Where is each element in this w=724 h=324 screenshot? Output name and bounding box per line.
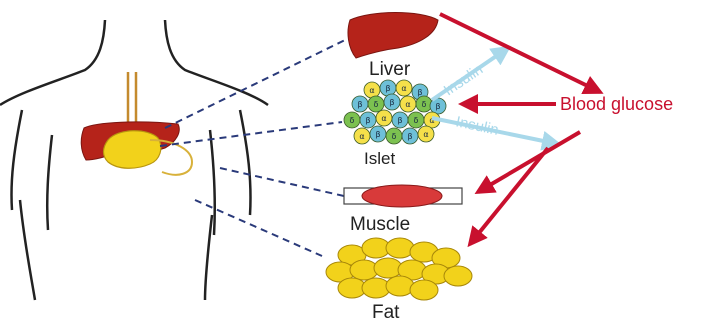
liver-label: Liver [369,59,411,80]
islet-cell-letter: β [357,100,362,109]
islet-cell-letter: α [405,100,410,109]
islet-cell-letter: β [397,116,402,125]
blood-glucose-label: Blood glucose [560,94,673,114]
islet-cell-letter: β [389,98,394,107]
fat-label: Fat [372,302,400,323]
islet-cell-letter: β [417,88,422,97]
islet-cell-letter: α [423,130,428,139]
glucose-arrow-to-muscle [478,132,580,192]
islet-label: Islet [364,149,395,168]
insulin-label-top: Insulin [441,61,486,99]
islet-cell-letter: δ [422,100,427,109]
glucose-arrow-to-fat [470,148,548,244]
islet-cell-letter: δ [414,116,419,125]
islet-cell-letter: β [407,132,412,141]
islet-cell-letter: δ [350,116,355,125]
esophagus [128,72,136,128]
islet-cell-letter: β [375,130,380,139]
islet-cell-letter: β [365,116,370,125]
body-pancreas [104,131,161,169]
liver-organ [348,13,438,59]
link-liver [165,40,345,128]
link-islet [160,122,342,146]
islet-cell-letter: β [435,102,440,111]
islet-cell-letter: δ [392,132,397,141]
insulin-label-bottom: Insulin [454,113,500,139]
link-muscle [220,168,344,196]
fat-cluster [326,238,472,300]
islet-cell-letter: α [359,132,364,141]
fat-cell [386,238,414,258]
fat-cell [386,276,414,296]
fat-cell [444,266,472,286]
islet-cell-letter: α [369,86,374,95]
muscle-organ [344,185,462,207]
islet-cell-letter: β [385,84,390,93]
fat-cell [410,280,438,300]
islet-cell-letter: α [381,114,386,123]
muscle-label: Muscle [350,214,410,235]
islet-cell-letter: δ [374,100,379,109]
islet-cell-letter: α [401,84,406,93]
